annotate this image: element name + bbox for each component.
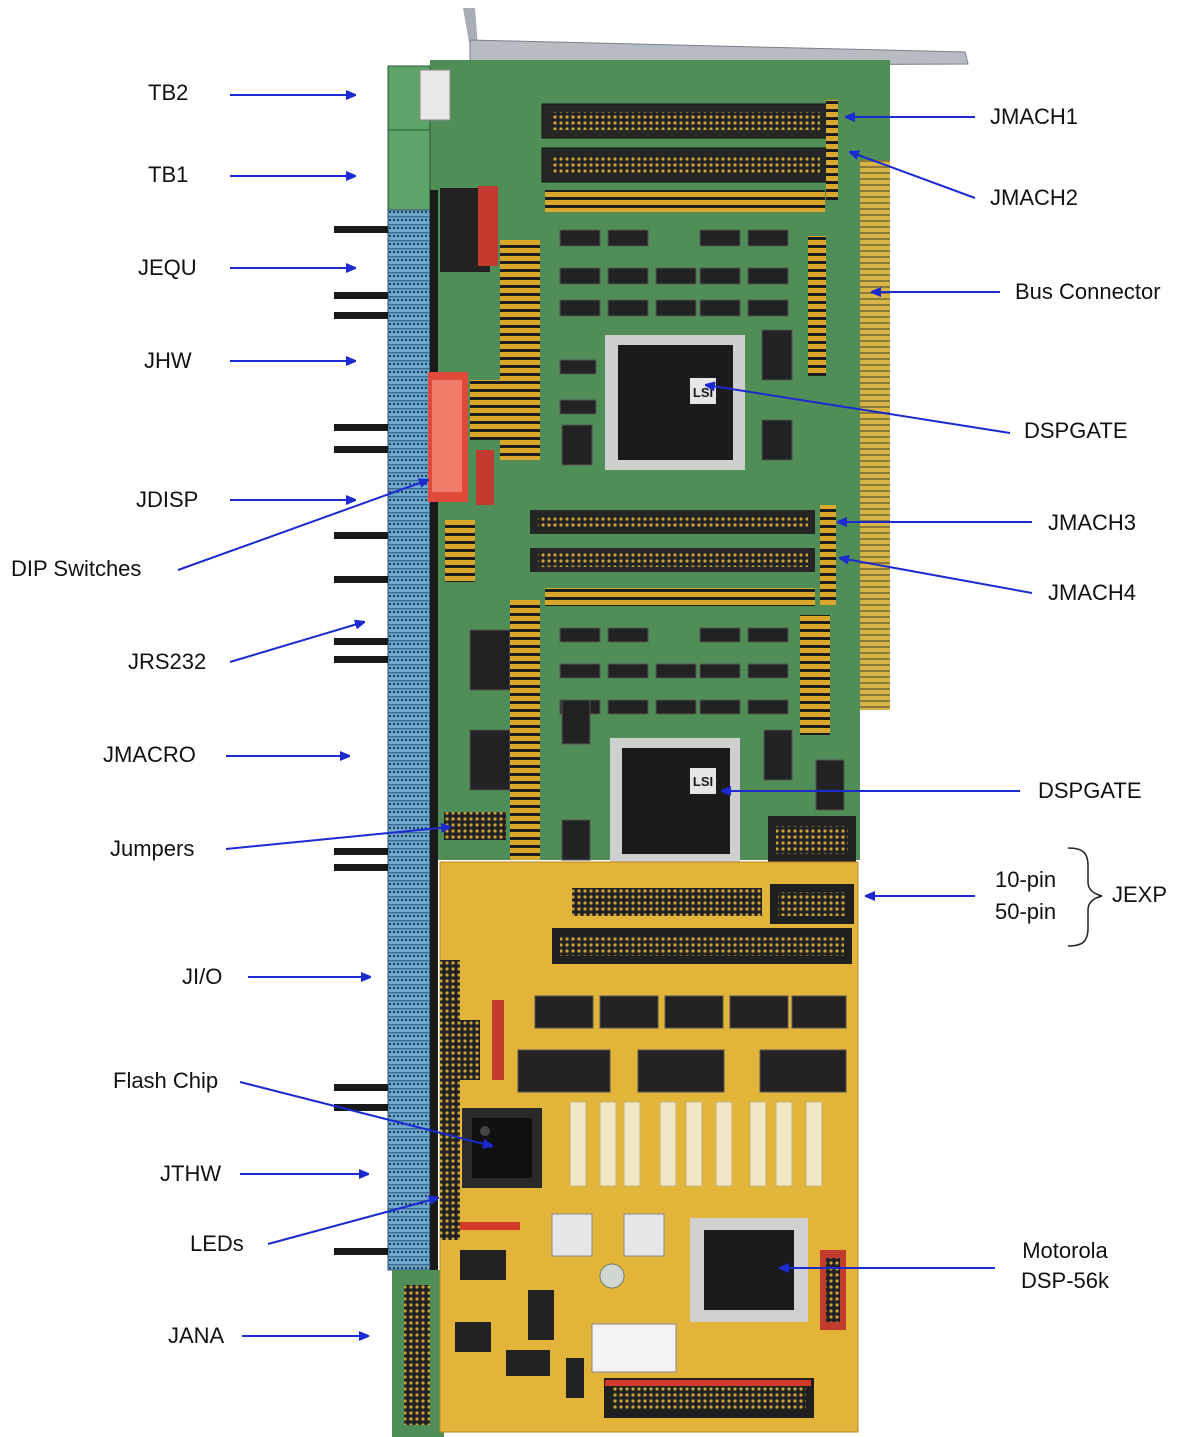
dip-switches (428, 372, 468, 502)
label-dip-switches: DIP Switches (11, 556, 142, 581)
dspgate-chip-2: LSI (610, 738, 740, 862)
jexp-brace (1067, 847, 1103, 947)
label-motorola-line2: DSP-56k (1020, 1268, 1110, 1293)
ic-array-lower (469, 627, 845, 861)
arrow-jrs232 (229, 622, 364, 663)
jumper-block (444, 812, 506, 840)
label-jumpers: Jumpers (110, 836, 195, 861)
terminal-block-tb1 (387, 129, 431, 211)
ic-array-upper (559, 229, 793, 466)
arrow-leds (267, 1198, 438, 1245)
arrow-dspgate-1 (706, 385, 1011, 434)
label-bus-connector: Bus Connector (1015, 279, 1161, 304)
flash-chip (462, 1108, 542, 1188)
dspgate-1-logo: LSI (693, 385, 713, 400)
label-jmacro: JMACRO (103, 742, 196, 767)
connector-column (387, 209, 431, 1271)
callout-arrows (177, 95, 1033, 1336)
motorola-dsp-chip (690, 1218, 808, 1322)
dspgate-2-logo: LSI (693, 774, 713, 789)
label-jmach4: JMACH4 (1048, 580, 1137, 605)
arrow-jumpers (225, 827, 450, 850)
arrow-jmach2 (850, 152, 976, 199)
label-motorola: Motorola DSP-56k (1000, 1238, 1130, 1294)
label-jmach3: JMACH3 (1048, 510, 1137, 535)
label-jequ: JEQU (138, 255, 197, 280)
label-jio: JI/O (182, 964, 223, 989)
label-jexp: JEXP (1112, 882, 1168, 907)
label-jmach1: JMACH1 (990, 104, 1079, 129)
label-dspgate-2: DSPGATE (1038, 778, 1142, 803)
connector-latches (334, 226, 388, 1255)
label-dspgate-1: DSPGATE (1024, 418, 1128, 443)
label-jthw: JTHW (160, 1161, 222, 1186)
label-jana: JANA (168, 1323, 225, 1348)
arrow-jmach4 (840, 558, 1033, 594)
ic-array-daughter (517, 995, 847, 1093)
arrow-flash-chip (239, 1081, 492, 1146)
led-row (460, 1222, 520, 1230)
label-motorola-line1: Motorola (1022, 1238, 1108, 1263)
label-flash-chip: Flash Chip (113, 1068, 219, 1093)
label-tb2: TB2 (148, 80, 189, 105)
label-10pin: 10-pin (995, 867, 1057, 892)
label-jhw: JHW (144, 348, 192, 373)
label-50pin: 50-pin (995, 899, 1057, 924)
bus-connector-fingers (860, 160, 890, 710)
dspgate-chip-1: LSI (605, 335, 745, 470)
label-jdisp: JDISP (136, 487, 199, 512)
label-leds: LEDs (190, 1231, 244, 1256)
arrow-dip-switches (177, 480, 428, 571)
label-jrs232: JRS232 (128, 649, 207, 674)
label-jmach2: JMACH2 (990, 185, 1079, 210)
mounting-bracket (463, 8, 969, 67)
label-tb1: TB1 (148, 162, 189, 187)
pcb-board: LSI (334, 8, 969, 1437)
